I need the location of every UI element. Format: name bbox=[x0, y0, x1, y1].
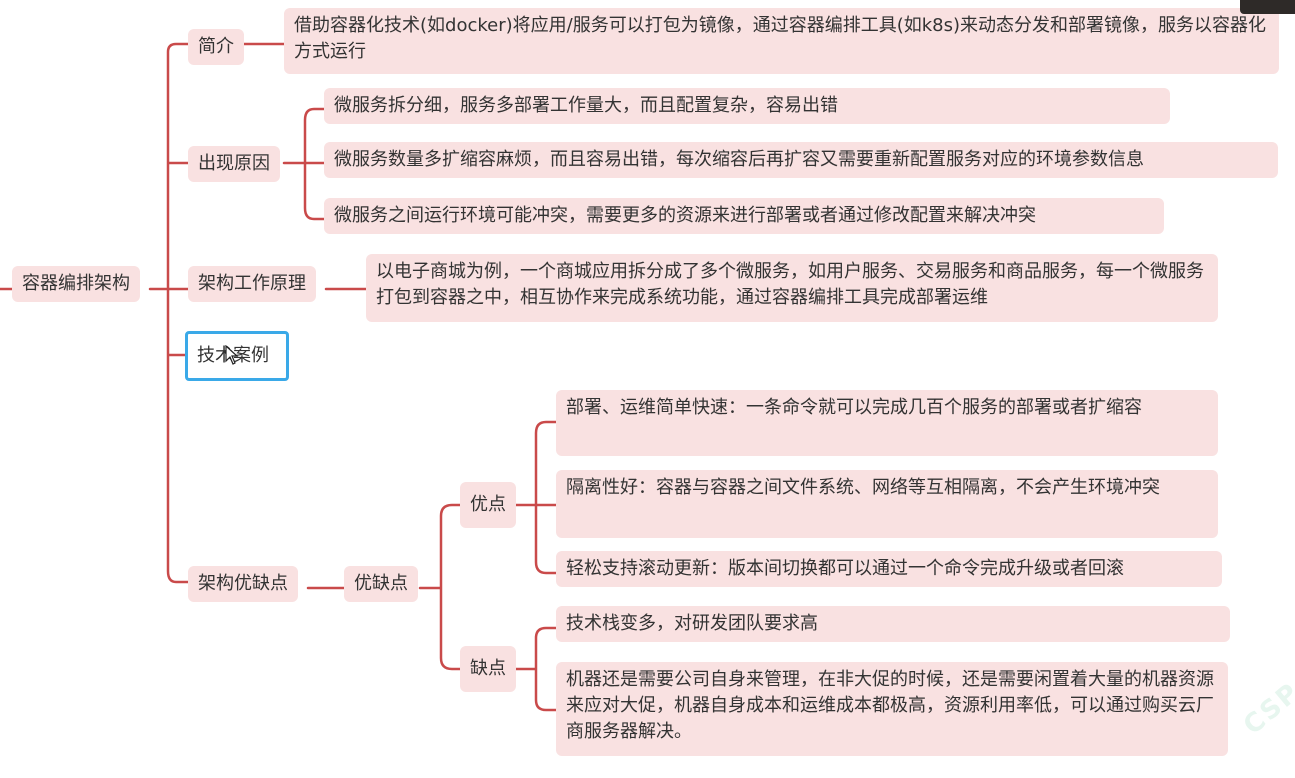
pros-text: 部署、运维简单快速：一条命令就可以完成几百个服务的部署或者扩缩容 bbox=[566, 397, 1142, 418]
reason-text: 微服务之间运行环境可能冲突，需要更多的资源来进行部署或者通过修改配置来解决冲突 bbox=[334, 205, 1036, 226]
proscons-sub-node[interactable]: 优缺点 bbox=[344, 566, 418, 602]
branch-intro-label: 简介 bbox=[198, 36, 234, 57]
cons-item[interactable]: 机器还是需要公司自身来管理，在非大促的时候，还是需要闲置着大量的机器资源来应对大… bbox=[556, 662, 1228, 756]
branch-principle-label: 架构工作原理 bbox=[198, 273, 306, 294]
root-label: 容器编排架构 bbox=[22, 273, 130, 294]
pros-text: 轻松支持滚动更新：版本间切换都可以通过一个命令完成升级或者回滚 bbox=[566, 558, 1124, 579]
reason-item[interactable]: 微服务数量多扩缩容麻烦，而且容易出错，每次缩容后再扩容又需要重新配置服务对应的环… bbox=[324, 142, 1278, 178]
branch-principle[interactable]: 架构工作原理 bbox=[188, 266, 316, 302]
reason-item[interactable]: 微服务之间运行环境可能冲突，需要更多的资源来进行部署或者通过修改配置来解决冲突 bbox=[324, 198, 1164, 234]
root-node[interactable]: 容器编排架构 bbox=[12, 266, 140, 302]
cons-text: 技术栈变多，对研发团队要求高 bbox=[566, 613, 818, 634]
cons-text: 机器还是需要公司自身来管理，在非大促的时候，还是需要闲置着大量的机器资源来应对大… bbox=[566, 669, 1214, 742]
pros-item[interactable]: 轻松支持滚动更新：版本间切换都可以通过一个命令完成升级或者回滚 bbox=[556, 551, 1222, 587]
mouse-cursor-icon bbox=[225, 345, 239, 365]
connector-pros bbox=[514, 420, 558, 575]
proscons-sub-label: 优缺点 bbox=[354, 573, 408, 594]
connector-cons bbox=[514, 626, 558, 712]
pros-text: 隔离性好：容器与容器之间文件系统、网络等互相隔离，不会产生环境冲突 bbox=[566, 477, 1160, 498]
intro-text-node[interactable]: 借助容器化技术(如docker)将应用/服务可以打包为镜像，通过容器编排工具(如… bbox=[284, 8, 1279, 74]
cons-node[interactable]: 缺点 bbox=[460, 646, 516, 692]
branch-reasons-label: 出现原因 bbox=[198, 153, 270, 174]
pros-item[interactable]: 隔离性好：容器与容器之间文件系统、网络等互相隔离，不会产生环境冲突 bbox=[556, 470, 1218, 538]
reason-item[interactable]: 微服务拆分细，服务多部署工作量大，而且配置复杂，容易出错 bbox=[324, 88, 1170, 124]
branch-proscons[interactable]: 架构优缺点 bbox=[188, 566, 298, 602]
branch-proscons-label: 架构优缺点 bbox=[198, 573, 288, 594]
connector-trunk bbox=[166, 42, 190, 584]
connector-sub bbox=[418, 503, 462, 671]
reason-text: 微服务拆分细，服务多部署工作量大，而且配置复杂，容易出错 bbox=[334, 95, 838, 116]
cons-item[interactable]: 技术栈变多，对研发团队要求高 bbox=[556, 606, 1230, 642]
principle-text-node[interactable]: 以电子商城为例，一个商城应用拆分成了多个微服务，如用户服务、交易服务和商品服务，… bbox=[366, 254, 1218, 322]
cons-label: 缺点 bbox=[470, 658, 506, 679]
pros-item[interactable]: 部署、运维简单快速：一条命令就可以完成几百个服务的部署或者扩缩容 bbox=[556, 390, 1218, 456]
principle-text: 以电子商城为例，一个商城应用拆分成了多个微服务，如用户服务、交易服务和商品服务，… bbox=[376, 261, 1204, 308]
pros-label: 优点 bbox=[470, 494, 506, 515]
reason-text: 微服务数量多扩缩容麻烦，而且容易出错，每次缩容后再扩容又需要重新配置服务对应的环… bbox=[334, 149, 1144, 170]
branch-intro[interactable]: 简介 bbox=[188, 29, 244, 65]
branch-reasons[interactable]: 出现原因 bbox=[188, 146, 280, 182]
pros-node[interactable]: 优点 bbox=[460, 482, 516, 528]
intro-text: 借助容器化技术(如docker)将应用/服务可以打包为镜像，通过容器编排工具(如… bbox=[294, 15, 1266, 62]
webcam-overlay bbox=[1240, 0, 1295, 14]
connector-reasons bbox=[282, 107, 326, 221]
